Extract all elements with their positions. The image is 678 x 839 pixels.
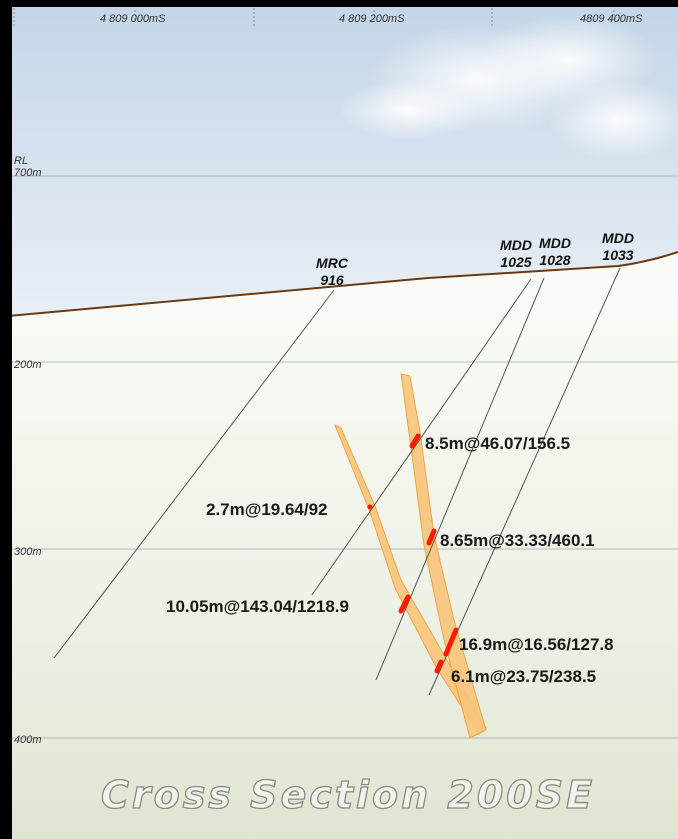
intercept-marker-1 (409, 433, 421, 449)
intercept-marker-5 (443, 627, 459, 657)
drill-traces (53, 267, 621, 696)
rl-label-400m: 400m (14, 734, 42, 746)
rl-label-200m: 200m (13, 359, 42, 371)
vein-zones (334, 373, 487, 739)
drillhole-number-mdd1025: 1025 (500, 254, 531, 270)
drillhole-number-mdd1033: 1033 (602, 247, 633, 263)
intercept-label-2: 2.7m@19.64/92 (206, 500, 328, 519)
intercept-label-5: 16.9m@16.56/127.8 (459, 635, 614, 654)
rl-label-300m: 300m (14, 546, 42, 558)
clouds (338, 15, 678, 160)
cross-section-diagram: 4 809 000mS 4 809 200mS 4809 400mS RL 70… (8, 0, 678, 839)
section-title: Cross Section 200SE (101, 773, 595, 817)
easting-label-1: 4 809 000mS (100, 13, 166, 25)
rl-heading: RL (14, 155, 28, 167)
drillhole-prefix-mdd1033: MDD (602, 230, 634, 246)
easting-ticks (13, 8, 615, 26)
drill-trace-mdd1025 (311, 278, 532, 596)
easting-label-3: 4809 400mS (580, 13, 643, 25)
vein-east (400, 373, 487, 739)
drill-trace-mdd1028 (375, 277, 545, 681)
intercept-label-1: 8.5m@46.07/156.5 (425, 434, 570, 453)
frame-border-left (0, 0, 12, 839)
intercept-label-3: 8.65m@33.33/460.1 (440, 531, 595, 550)
intercept-marker-2 (367, 504, 373, 510)
intercept-marker-3 (426, 528, 437, 546)
drillhole-number-mdd1028: 1028 (539, 252, 570, 268)
cross-section-frame: 4 809 000mS 4 809 200mS 4809 400mS RL 70… (8, 0, 678, 839)
ground-area (8, 252, 678, 839)
topographic-surface (8, 251, 678, 317)
intercept-label-4: 10.05m@143.04/1218.9 (166, 597, 349, 616)
drill-trace-mdd1033 (428, 267, 621, 696)
rl-grid (8, 175, 678, 739)
intercept-label-6: 6.1m@23.75/238.5 (451, 667, 596, 686)
drillhole-prefix-mrc916: MRC (316, 255, 349, 271)
drill-trace-mrc916 (53, 289, 335, 659)
vein-west (334, 423, 487, 735)
drillhole-prefix-mdd1028: MDD (539, 235, 571, 251)
intercept-marker-4 (398, 594, 411, 614)
drillhole-prefix-mdd1025: MDD (500, 237, 532, 253)
intercept-marker-6 (434, 659, 444, 674)
rl-label-700m: 700m (14, 167, 42, 179)
frame-border-top (0, 0, 678, 7)
drillhole-number-mrc916: 916 (320, 272, 344, 288)
easting-label-2: 4 809 200mS (339, 13, 405, 25)
intercept-markers (367, 433, 459, 674)
